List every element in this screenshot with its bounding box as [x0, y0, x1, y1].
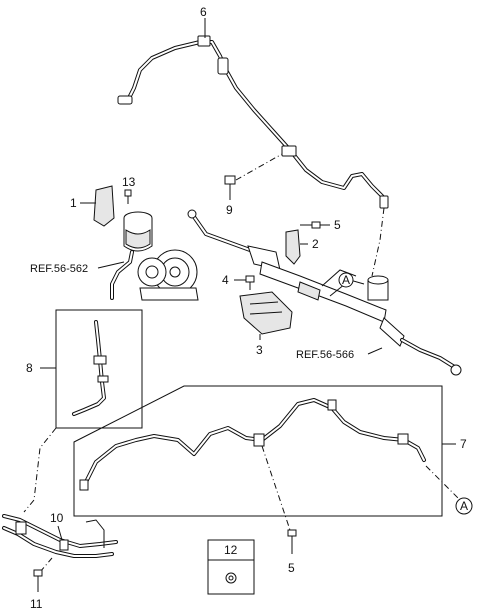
clamp-bracket-2 [285, 229, 301, 265]
heat-protector-3 [239, 291, 293, 335]
box-8 [55, 309, 143, 429]
bolt-4 [245, 275, 255, 290]
power-steering-pump [137, 249, 199, 301]
callout-8: 8 [26, 361, 33, 375]
steering-gear-box [187, 209, 462, 376]
connection-line-7-a [425, 465, 461, 501]
return-tube-10 [2, 514, 118, 558]
callout-1: 1 [70, 196, 77, 210]
bolt-5-upper [300, 221, 321, 229]
pressure-hose-6 [117, 35, 389, 209]
box-7 [73, 385, 443, 517]
ref-56-566: REF.56-566 [296, 349, 354, 361]
leader-ref-gear [367, 347, 383, 355]
return-hose-8 [72, 320, 109, 416]
connection-line-5-lower [261, 445, 291, 531]
connector-a-gear [338, 272, 354, 288]
callout-6: 6 [200, 5, 207, 19]
callout-7: 7 [460, 437, 467, 451]
callout-5-lower: 5 [288, 561, 295, 575]
callout-9: 9 [226, 203, 233, 217]
connection-line-6-gear [371, 207, 385, 277]
bolt-11 [33, 569, 43, 586]
connector-a-tube-label: A [460, 499, 468, 513]
bolt-9 [224, 153, 283, 194]
grommet-box-12 [207, 539, 255, 595]
leader-ref-pump [97, 261, 125, 269]
callout-4: 4 [222, 273, 229, 287]
suction-hose [110, 250, 134, 300]
callout-10: 10 [50, 511, 64, 525]
bolt-13 [124, 189, 132, 204]
bracket-1 [93, 185, 115, 227]
leader-10 [57, 525, 63, 541]
callout-5-upper: 5 [334, 218, 341, 232]
callout-13: 13 [122, 175, 136, 189]
ref-56-562: REF.56-562 [30, 263, 88, 275]
callout-12: 12 [224, 543, 238, 557]
connector-a-tube [455, 497, 473, 515]
callout-11: 11 [30, 597, 43, 611]
cooler-tube-7 [79, 398, 426, 491]
bolt-5-lower [287, 529, 297, 546]
callout-3: 3 [256, 343, 263, 357]
connector-a-gear-label: A [342, 273, 350, 287]
reservoir-tank [123, 211, 153, 252]
callout-2: 2 [312, 237, 319, 251]
connection-line-8 [23, 427, 57, 513]
